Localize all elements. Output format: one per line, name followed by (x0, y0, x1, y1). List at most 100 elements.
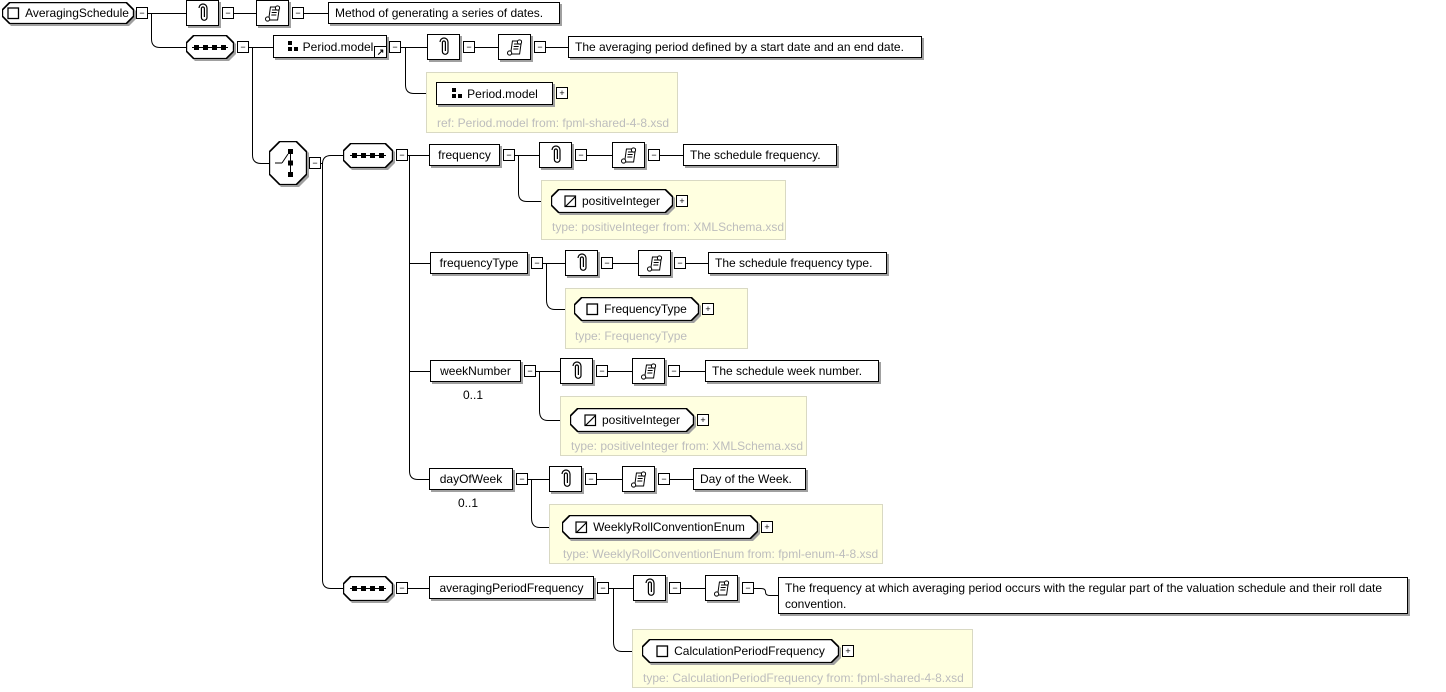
simple-type-icon (575, 520, 588, 533)
collapse-toggle[interactable]: − (534, 41, 546, 53)
paperclip-icon (550, 145, 561, 163)
sequence-icon (350, 586, 386, 591)
choice-compositor[interactable] (269, 141, 307, 185)
annotation-box[interactable] (498, 34, 531, 60)
choice-icon (275, 149, 293, 177)
sequence-icon (350, 153, 386, 158)
element-period-model[interactable]: Period.model (273, 35, 387, 58)
element-dayofweek[interactable]: dayOfWeek (429, 468, 513, 490)
collapse-toggle[interactable]: − (136, 7, 148, 19)
collapse-toggle[interactable]: − (309, 157, 321, 169)
expand-toggle[interactable]: + (761, 521, 773, 533)
expand-toggle[interactable]: + (676, 195, 688, 207)
documentation-text[interactable]: The schedule week number. (705, 360, 879, 382)
collapse-toggle[interactable]: − (237, 41, 249, 53)
period-model-ref-box[interactable]: Period.model (436, 82, 553, 105)
occurrence-label: 0..1 (458, 496, 479, 510)
annotation-box[interactable] (612, 142, 645, 168)
type-note: type: FrequencyType (575, 329, 688, 343)
collapse-toggle[interactable]: − (503, 149, 515, 161)
collapse-toggle[interactable]: − (389, 41, 401, 53)
scroll-icon (621, 147, 637, 164)
attributes-box[interactable] (549, 466, 582, 492)
attributes-box[interactable] (565, 250, 598, 276)
type-note: type: positiveInteger from: XMLSchema.xs… (571, 439, 804, 453)
scroll-icon (265, 5, 281, 22)
model-group-icon (287, 41, 298, 51)
documentation-text[interactable]: Day of the Week. (693, 468, 806, 490)
collapse-toggle[interactable]: − (669, 582, 681, 594)
collapse-toggle[interactable]: − (668, 365, 680, 377)
attributes-box[interactable] (186, 0, 219, 26)
documentation-text[interactable]: The schedule frequency. (683, 144, 837, 166)
collapse-toggle[interactable]: − (396, 582, 408, 594)
collapse-toggle[interactable]: − (648, 149, 660, 161)
documentation-text[interactable]: The averaging period defined by a start … (568, 36, 922, 58)
collapse-toggle[interactable]: − (597, 582, 609, 594)
annotation-box[interactable] (256, 0, 289, 26)
type-weeklyrollconventionenum[interactable]: WeeklyRollConventionEnum (562, 515, 758, 539)
sequence-compositor[interactable] (343, 143, 393, 168)
element-frequencytype[interactable]: frequencyType (430, 252, 528, 274)
collapse-toggle[interactable]: − (596, 365, 608, 377)
attributes-box[interactable] (427, 34, 460, 60)
element-icon (7, 6, 20, 19)
documentation-text[interactable]: Method of generating a series of dates. (328, 2, 560, 24)
expand-toggle[interactable]: + (702, 303, 714, 315)
simple-type-icon (584, 413, 597, 426)
expand-toggle[interactable]: + (556, 87, 568, 99)
complex-type-icon (586, 302, 599, 315)
element-frequency[interactable]: frequency (429, 144, 500, 166)
annotation-box[interactable] (622, 466, 655, 492)
collapse-toggle[interactable]: − (658, 473, 670, 485)
goto-definition-icon[interactable]: ↗ (374, 46, 387, 58)
documentation-text[interactable]: The frequency at which averaging period … (778, 577, 1408, 614)
expand-toggle[interactable]: + (697, 414, 709, 426)
attributes-box[interactable] (539, 142, 572, 168)
type-shape (642, 639, 839, 663)
type-frequencytype[interactable]: FrequencyType (574, 297, 699, 321)
annotation-box[interactable] (638, 250, 671, 276)
element-label: frequency (438, 148, 491, 162)
collapse-toggle[interactable]: − (524, 365, 536, 377)
element-label: frequencyType (439, 256, 519, 270)
type-label: CalculationPeriodFrequency (674, 644, 825, 658)
type-label: FrequencyType (604, 302, 687, 316)
collapse-toggle[interactable]: − (531, 257, 543, 269)
type-positiveinteger[interactable]: positiveInteger (551, 189, 673, 213)
collapse-toggle[interactable]: − (674, 257, 686, 269)
element-averagingperiodfrequency[interactable]: averagingPeriodFrequency (429, 576, 594, 599)
element-averaging-schedule[interactable]: AveragingSchedule (2, 2, 134, 24)
documentation-text[interactable]: The schedule frequency type. (708, 252, 887, 274)
occurrence-label: 0..1 (463, 388, 484, 402)
paperclip-icon (560, 469, 571, 487)
collapse-toggle[interactable]: − (396, 149, 408, 161)
attributes-box[interactable] (633, 575, 666, 601)
collapse-toggle[interactable]: − (575, 149, 587, 161)
sequence-compositor[interactable] (186, 35, 234, 59)
scroll-icon (714, 580, 730, 597)
ref-label: Period.model (467, 86, 538, 101)
attributes-box[interactable] (560, 358, 593, 384)
paperclip-icon (571, 361, 582, 379)
model-group-icon (452, 88, 463, 98)
collapse-toggle[interactable]: − (463, 41, 475, 53)
type-positiveinteger[interactable]: positiveInteger (570, 408, 694, 432)
collapse-toggle[interactable]: − (601, 257, 613, 269)
element-weeknumber[interactable]: weekNumber (430, 360, 521, 382)
collapse-toggle[interactable]: − (585, 473, 597, 485)
annotation-box[interactable] (632, 358, 665, 384)
scroll-icon (507, 39, 523, 56)
collapse-toggle[interactable]: − (222, 7, 234, 19)
expand-toggle[interactable]: + (842, 645, 854, 657)
collapse-toggle[interactable]: − (742, 582, 754, 594)
collapse-toggle[interactable]: − (292, 7, 304, 19)
type-note: type: CalculationPeriodFrequency from: f… (643, 671, 964, 685)
sequence-icon (192, 44, 228, 50)
type-calculationperiodfrequency[interactable]: CalculationPeriodFrequency (642, 639, 839, 663)
sequence-compositor[interactable] (343, 576, 393, 601)
collapse-toggle[interactable]: − (516, 473, 528, 485)
type-note: type: WeeklyRollConventionEnum from: fpm… (563, 547, 879, 561)
annotation-box[interactable] (705, 575, 738, 601)
